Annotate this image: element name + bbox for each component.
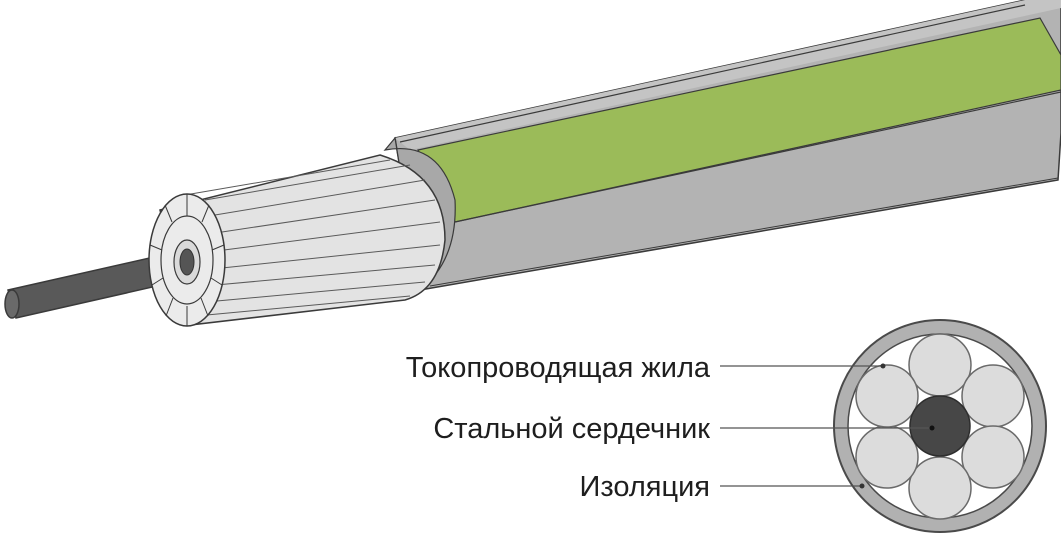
steel-core-section bbox=[909, 395, 971, 457]
label-conductor: Токопроводящая жила bbox=[406, 352, 711, 384]
steel-core-wire bbox=[4, 249, 193, 319]
label-steel-core: Стальной сердечник bbox=[433, 413, 710, 445]
insulation-jacket bbox=[383, 0, 1061, 292]
stranded-conductor bbox=[148, 154, 446, 327]
leader-lines bbox=[720, 363, 935, 489]
conductor-strands bbox=[855, 333, 1025, 520]
cross-section bbox=[833, 319, 1047, 533]
label-insulation: Изоляция bbox=[580, 471, 710, 503]
cable-illustration bbox=[4, 0, 1061, 327]
